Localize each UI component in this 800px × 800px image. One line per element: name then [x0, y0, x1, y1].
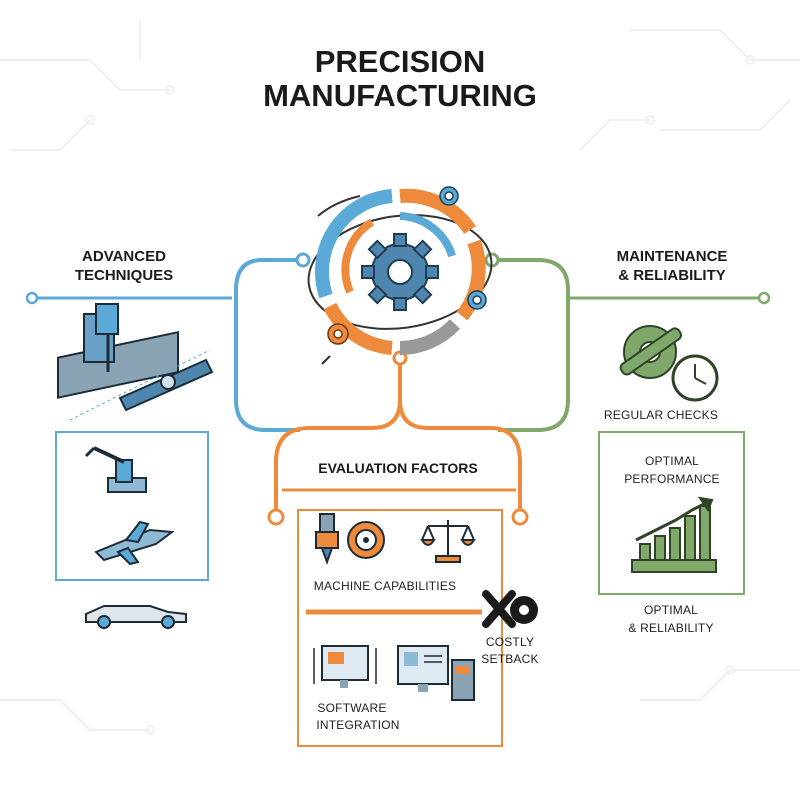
monitor-icon: [313, 645, 377, 688]
performance-line-1: OPTIMAL: [645, 454, 699, 468]
title-line-2: MANUFACTURING: [263, 78, 537, 113]
orange-node-right: [511, 508, 529, 526]
spindle-icon: [315, 513, 339, 565]
small-gear-icon: [327, 323, 349, 345]
regular-checks-label: REGULAR CHECKS: [604, 408, 718, 422]
right-heading-line-1: MAINTENANCE: [617, 248, 728, 265]
central-hub: [307, 186, 493, 365]
setback-line-2: SETBACK: [481, 652, 538, 666]
left-heading-line-1: ADVANCED: [82, 248, 166, 265]
target-gear-icon: [347, 521, 385, 559]
cnc-machine-icon: [57, 303, 214, 421]
aircraft-icon: [94, 520, 175, 566]
small-gear-icon: [439, 186, 459, 206]
right-heading-line-2: & RELIABILITY: [618, 267, 726, 284]
setback-line-1: COSTLY: [486, 635, 534, 649]
small-gear-icon: [467, 290, 487, 310]
green-node-right: [757, 291, 771, 305]
orange-node-left: [267, 508, 285, 526]
machine-capabilities-label: MACHINE CAPABILITIES: [314, 579, 456, 593]
robotic-arm-icon: [84, 446, 147, 493]
main-gear-icon: [361, 233, 439, 311]
reliability-line-1: OPTIMAL: [644, 603, 698, 617]
reliability-line-2: & RELIABILITY: [628, 621, 713, 635]
blue-connector: [34, 258, 300, 432]
orange-node-hub: [392, 350, 408, 366]
balance-scale-icon: [420, 520, 476, 563]
growth-bar-chart-icon: [631, 496, 717, 573]
circuit-background: [0, 20, 800, 735]
evaluation-heading: EVALUATION FACTORS: [318, 460, 477, 476]
software-line-2: INTEGRATION: [316, 718, 399, 732]
software-line-1: SOFTWARE: [317, 701, 386, 715]
costly-setback-icon: [482, 590, 538, 628]
title-line-1: PRECISION: [315, 44, 486, 79]
blue-node-hub: [295, 252, 311, 268]
clock-icon: [671, 354, 719, 402]
performance-line-2: PERFORMANCE: [624, 472, 720, 486]
workstation-icon: [397, 645, 475, 701]
orange-connector: [274, 364, 522, 510]
maintenance-gear-wrench-icon: [619, 325, 682, 379]
blue-node-left: [25, 291, 39, 305]
left-heading-line-2: TECHNIQUES: [75, 267, 173, 284]
green-connector: [498, 258, 760, 432]
race-car-icon: [85, 605, 187, 629]
